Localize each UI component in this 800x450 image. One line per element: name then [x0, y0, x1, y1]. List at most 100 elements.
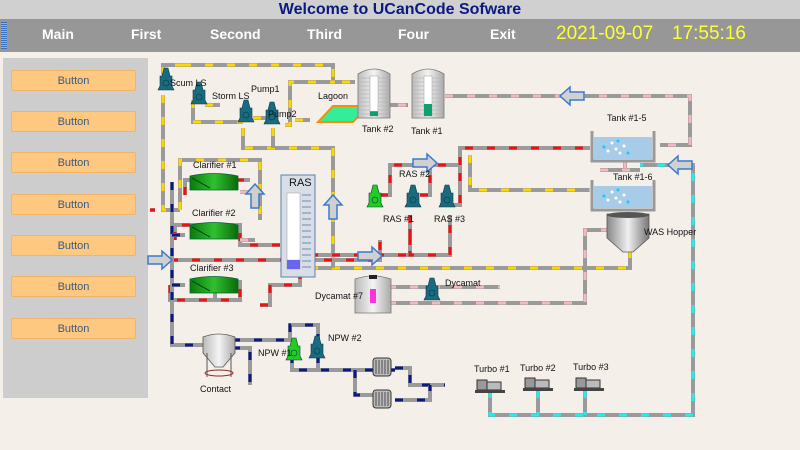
pipe-flow [380, 146, 590, 197]
contact-base [204, 369, 234, 377]
pump-body [438, 184, 456, 208]
basin-wall [590, 131, 656, 163]
label-dycamat: Dycamat [445, 278, 481, 288]
pipe [260, 270, 302, 307]
pipe [310, 215, 452, 257]
pump-dycamat [423, 277, 441, 301]
label-clarifier2: Clarifier #2 [192, 208, 236, 218]
pump-body [190, 81, 208, 105]
pipe [395, 366, 445, 387]
turbo-blower [486, 381, 502, 391]
pump-npw1 [285, 337, 303, 361]
toolbar-grip-handle[interactable] [1, 22, 7, 49]
arrow-clarifier-up [244, 182, 266, 209]
side-button-5[interactable]: Button [11, 235, 136, 256]
motor-lower [372, 389, 392, 409]
nav-first[interactable]: First [131, 26, 162, 42]
pipe-flow [241, 128, 335, 253]
dycamat-cap [369, 275, 377, 279]
silo-gauge [369, 75, 379, 117]
bubble [610, 141, 614, 145]
pipe [310, 250, 632, 270]
pipe-flow [310, 250, 632, 270]
pump-impeller [409, 196, 417, 204]
pump-impeller [290, 349, 298, 357]
clarifier-body [189, 276, 239, 294]
basin-wall [590, 180, 656, 212]
nav-third[interactable]: Third [307, 26, 342, 42]
clarifier3 [189, 276, 239, 294]
clarifier-body [189, 222, 239, 240]
pipe-flow [173, 223, 280, 247]
pump-pump1 [237, 99, 255, 123]
side-button-4[interactable]: Button [11, 194, 136, 215]
pipe-flow [445, 94, 692, 147]
pipe-flow [232, 323, 320, 342]
label-ras2: RAS #2 [399, 169, 430, 179]
pipe-flow [353, 370, 375, 397]
pipe-flow [170, 182, 205, 347]
pump-pump2 [263, 101, 281, 125]
side-panel: Button Button Button Button Button Butto… [3, 58, 148, 398]
label-was-hopper: WAS Hopper [644, 227, 696, 237]
bubble [614, 147, 618, 151]
pipe [161, 63, 183, 75]
nav-four[interactable]: Four [398, 26, 430, 42]
pump-impeller [371, 196, 379, 204]
nav-second[interactable]: Second [210, 26, 261, 42]
pump-body [157, 67, 175, 91]
nav-bar: Main First Second Third Four Exit 2021-0… [0, 19, 800, 52]
label-ras3: RAS #3 [434, 214, 465, 224]
motor-body [372, 389, 392, 409]
side-button-3[interactable]: Button [11, 152, 136, 173]
nav-main[interactable]: Main [42, 26, 74, 42]
bubble [606, 149, 610, 153]
arrow-shape [357, 245, 384, 267]
clarifier1 [189, 173, 239, 191]
pump-body [237, 99, 255, 123]
turbo3 [574, 377, 604, 391]
pipe [445, 94, 692, 147]
pump-storm-ls [190, 81, 208, 105]
pipe [170, 182, 205, 347]
pipe-flow [310, 215, 452, 257]
pump-npw2 [308, 335, 326, 359]
bubble [622, 144, 626, 148]
ras-tube [286, 192, 301, 270]
pipe [183, 178, 250, 195]
basin-water [594, 186, 652, 208]
turbo-base [523, 388, 553, 391]
pipe [285, 80, 335, 127]
turbo-blower [585, 379, 601, 389]
arrow-yellow-up [322, 193, 344, 220]
dycamat-level [370, 289, 376, 303]
pipe-flow [232, 346, 252, 385]
label-tank1-6: Tank #1-6 [613, 172, 653, 182]
bubble [606, 198, 610, 202]
bubble [610, 190, 614, 194]
side-button-6[interactable]: Button [11, 276, 136, 297]
side-button-7[interactable]: Button [11, 318, 136, 339]
pump-body [308, 335, 326, 359]
turbo1 [475, 379, 505, 393]
pipe [170, 240, 382, 262]
side-button-2[interactable]: Button [11, 111, 136, 132]
contact-body [202, 333, 236, 368]
hopper-body [606, 213, 650, 253]
pipe [232, 323, 320, 342]
side-button-1[interactable]: Button [11, 70, 136, 91]
pipe-flow [260, 270, 302, 307]
equipment-labels: Scum LS Storm LS Pump1 Pump2 Lagoon Tank… [170, 78, 696, 394]
pump-scum-ls [157, 67, 175, 91]
time-display: 17:55:16 [672, 23, 746, 44]
pipe [178, 158, 262, 220]
label-clarifier1: Clarifier #1 [193, 160, 237, 170]
silo-gauge [423, 75, 433, 117]
pump-ras1 [366, 184, 384, 208]
nav-exit[interactable]: Exit [490, 26, 516, 42]
tank1 [411, 68, 445, 119]
pipe-flow [183, 63, 355, 84]
contact-tank [202, 333, 236, 377]
pipe [488, 163, 695, 417]
silo-shell [357, 68, 391, 119]
